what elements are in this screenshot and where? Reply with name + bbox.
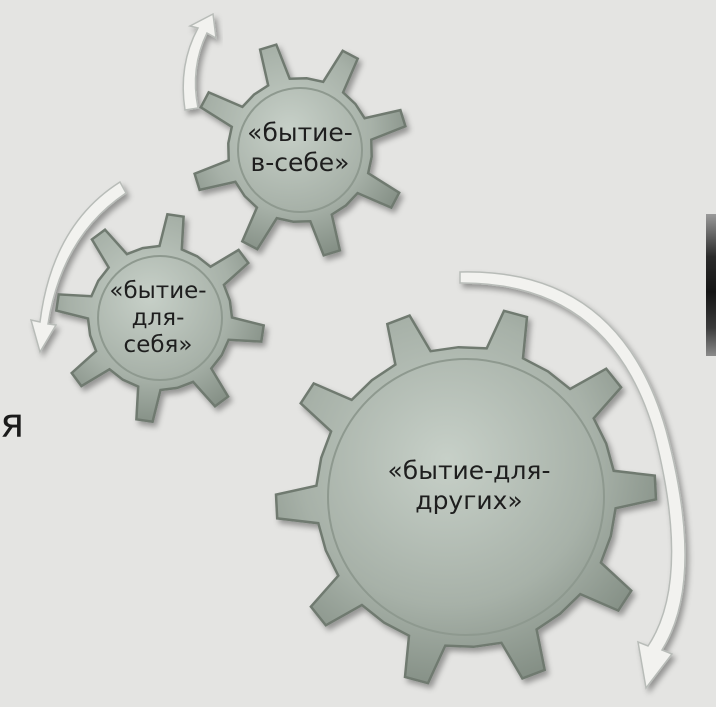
gear-being-in-itself [193,43,407,257]
gear-being-in-itself-label: «бытие- в-себе» [247,118,353,177]
gear-being-for-self [54,212,266,424]
cycle-arrow-left [29,180,127,354]
gear-being-in-itself-hub [237,87,363,213]
cropped-text-fragment: я [0,401,25,447]
cycle-arrow-right [459,271,686,690]
gear-being-for-self-label: «бытие- для- себя» [109,278,207,359]
cropped-photo-fragment [706,214,716,356]
cycle-arrow-top [182,12,217,111]
gear-being-for-others-hub [327,358,605,636]
gear-being-for-others [274,309,658,685]
gear-being-for-self-hub [97,255,223,381]
gear-being-for-others-label: «бытие-для- других» [387,456,551,515]
